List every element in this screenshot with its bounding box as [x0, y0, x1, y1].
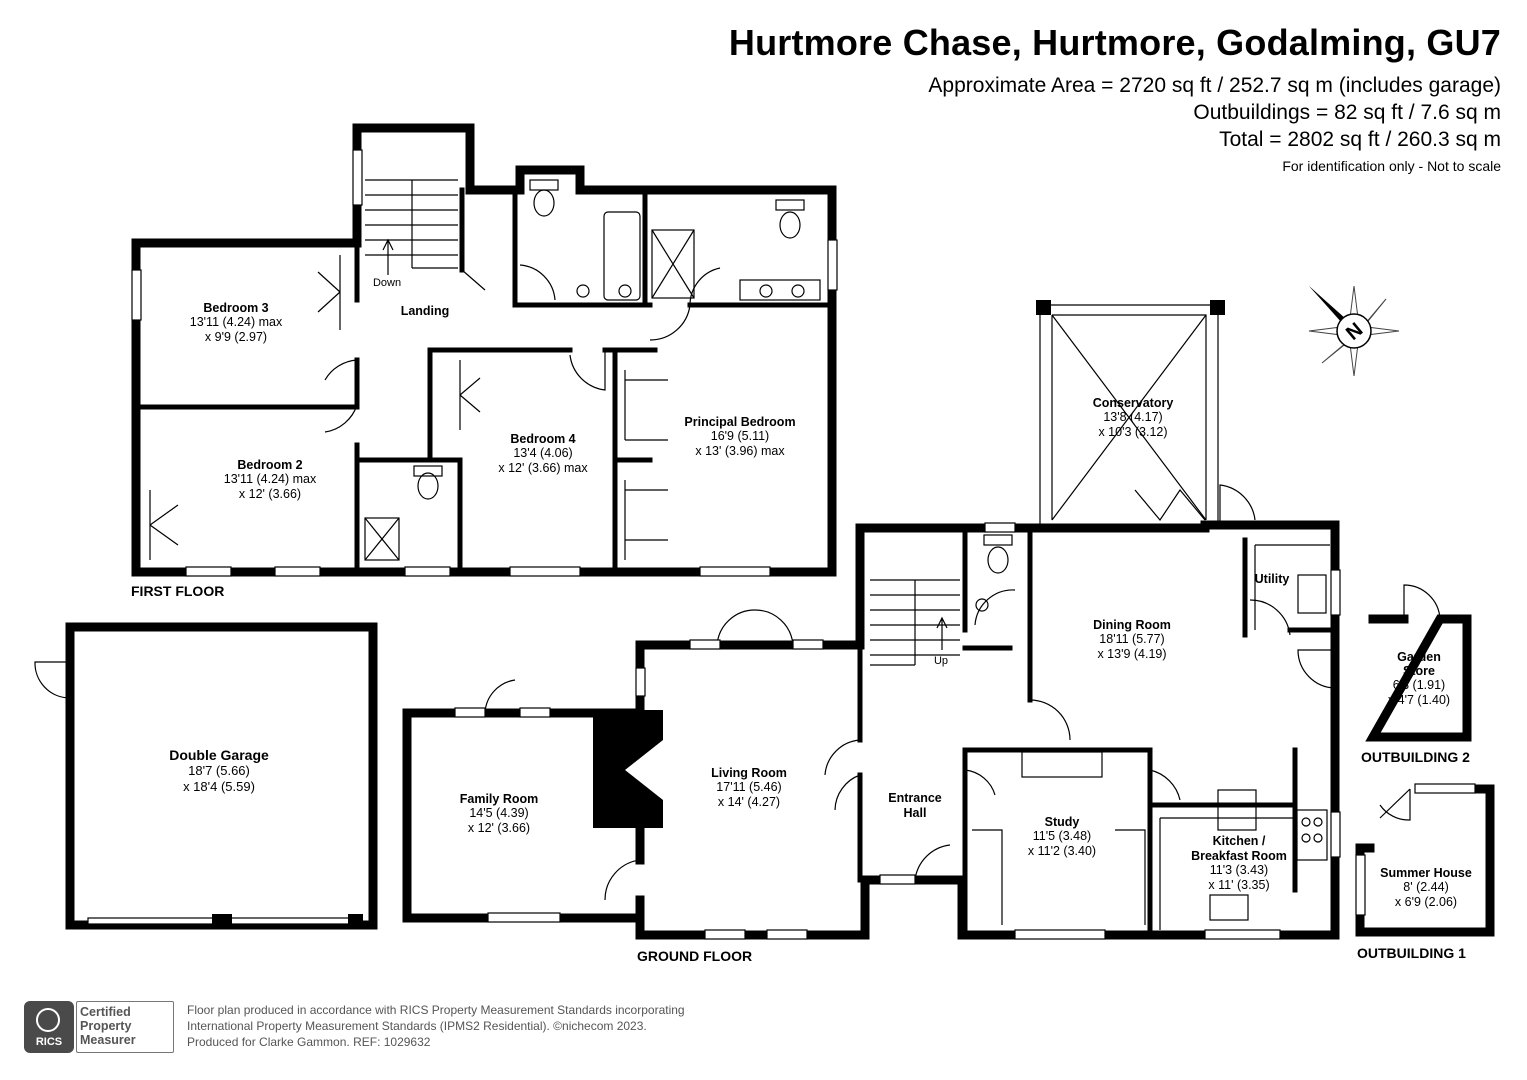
- family-room-dim1: 14'5 (4.39): [469, 806, 528, 820]
- conservatory-dim1: 13'8 (4.17): [1103, 410, 1162, 424]
- scale-note: For identification only - Not to scale: [1282, 158, 1501, 174]
- footer-line3: Produced for Clarke Gammon. REF: 1029632: [187, 1035, 431, 1049]
- utility-label: Utility: [1255, 572, 1290, 586]
- bedroom3-label: Bedroom 3: [203, 301, 268, 315]
- dining-room-dim1: 18'11 (5.77): [1099, 632, 1164, 646]
- bedroom4-dim2: x 12' (3.66) max: [498, 461, 588, 475]
- summer-house-dim1: 8' (2.44): [1403, 880, 1448, 894]
- kitchen-dim1: 11'3 (3.43): [1210, 863, 1268, 877]
- outbuilding-2: Garden Store 6'3 (1.91) x 4'7 (1.40) OUT…: [1361, 584, 1472, 765]
- landing-label: Landing: [401, 304, 450, 318]
- bedroom2-label: Bedroom 2: [237, 458, 302, 472]
- stairs-down-label: Down: [373, 277, 401, 289]
- stairs-up-label: Up: [934, 655, 948, 667]
- family-room-dim2: x 12' (3.66): [468, 821, 530, 835]
- entrance-hall-label-2: Hall: [904, 806, 927, 820]
- sink-icon: [1209, 894, 1249, 921]
- family-room-label: Family Room: [460, 792, 539, 806]
- outbuildings-area: Outbuildings = 82 sq ft / 7.6 sq m: [1193, 101, 1501, 124]
- dining-room-label: Dining Room: [1093, 618, 1171, 632]
- garden-store-dim1: 6'3 (1.91): [1393, 678, 1445, 692]
- footer-line2: International Property Measurement Stand…: [187, 1019, 647, 1033]
- principal-bedroom-label: Principal Bedroom: [684, 415, 795, 429]
- first-floor-outer-wall: [131, 123, 837, 577]
- summer-house-label: Summer House: [1380, 866, 1472, 880]
- toilet-icon: [417, 472, 439, 500]
- living-room-label: Living Room: [711, 766, 787, 780]
- garden-store-label-2: Store: [1403, 664, 1435, 678]
- garden-store-label-1: Garden: [1397, 650, 1441, 664]
- shower-icon: [651, 229, 695, 299]
- dining-room-dim2: x 13'9 (4.19): [1097, 647, 1166, 661]
- principal-bedroom-dim2: x 13' (3.96) max: [695, 444, 785, 458]
- rics-cert-line3: Measurer: [80, 1033, 136, 1047]
- first-floor: Bedroom 3 13'11 (4.24) max x 9'9 (2.97) …: [131, 123, 838, 599]
- bedroom2-dim2: x 12' (3.66): [239, 487, 301, 501]
- living-room-dim1: 17'11 (5.46): [716, 780, 781, 794]
- bedroom2-dim1: 13'11 (4.24) max: [224, 472, 317, 486]
- footer-note: Floor plan produced in accordance with R…: [187, 1002, 685, 1050]
- bedroom3-dim1: 13'11 (4.24) max: [190, 315, 283, 329]
- toilet-icon: [533, 189, 555, 217]
- rics-cert-line1: Certified: [80, 1005, 131, 1019]
- living-room-dim2: x 14' (4.27): [718, 795, 780, 809]
- toilet-icon: [779, 211, 801, 239]
- conservatory-label: Conservatory: [1093, 396, 1174, 410]
- garage-label: Double Garage: [169, 747, 269, 763]
- summer-house-dim2: x 6'9 (2.06): [1395, 895, 1457, 909]
- compass-icon: N: [1308, 285, 1400, 377]
- ground-floor: Conservatory 13'8 (4.17) x 10'3 (3.12) D…: [402, 300, 1341, 964]
- total-area: Total = 2802 sq ft / 260.3 sq m: [1219, 128, 1501, 151]
- first-floor-stairs: [365, 179, 458, 269]
- rics-logo: RICS: [24, 1001, 74, 1053]
- bedroom4-dim1: 13'4 (4.06): [513, 446, 572, 460]
- bedroom3-dim2: x 9'9 (2.97): [205, 330, 267, 344]
- outbuilding-1-label: OUTBUILDING 1: [1357, 945, 1466, 961]
- garage-dim2: x 18'4 (5.59): [183, 779, 255, 794]
- rics-cert-line2: Property: [80, 1019, 132, 1033]
- toilet-icon: [987, 546, 1009, 574]
- ground-floor-stairs: [870, 579, 960, 666]
- ground-floor-label: GROUND FLOOR: [637, 948, 752, 964]
- study-dim1: 11'5 (3.48): [1033, 829, 1091, 843]
- hob-icon: [1296, 809, 1328, 861]
- fireplace-study: [1021, 751, 1103, 778]
- footer-line1: Floor plan produced in accordance with R…: [187, 1003, 685, 1017]
- rics-certification: Certified Property Measurer: [80, 1005, 136, 1047]
- vanity-icon: [739, 279, 821, 301]
- study-dim2: x 11'2 (3.40): [1028, 844, 1096, 858]
- outbuilding-2-label: OUTBUILDING 2: [1361, 749, 1470, 765]
- entrance-hall-label-1: Entrance: [888, 791, 942, 805]
- kitchen-label-1: Kitchen /: [1213, 834, 1266, 848]
- garage-dim1: 18'7 (5.66): [188, 763, 250, 778]
- principal-bedroom-dim1: 16'9 (5.11): [711, 429, 769, 443]
- rics-badge: RICS Certified Property Measurer: [24, 1001, 174, 1053]
- kitchen-label-2: Breakfast Room: [1191, 849, 1287, 863]
- outbuilding-1: Summer House 8' (2.44) x 6'9 (2.06) OUTB…: [1355, 783, 1495, 961]
- garden-store-dim2: x 4'7 (1.40): [1388, 693, 1450, 707]
- bath-icon: [603, 211, 641, 301]
- shower-icon: [364, 517, 400, 561]
- conservatory-dim2: x 10'3 (3.12): [1098, 425, 1167, 439]
- first-floor-label: FIRST FLOOR: [131, 583, 224, 599]
- kitchen-dim2: x 11' (3.35): [1208, 878, 1269, 892]
- double-garage: Double Garage 18'7 (5.66) x 18'4 (5.59): [34, 622, 378, 930]
- bedroom4-label: Bedroom 4: [510, 432, 575, 446]
- approximate-area: Approximate Area = 2720 sq ft / 252.7 sq…: [928, 74, 1501, 97]
- rics-logo-text: RICS: [35, 1036, 63, 1048]
- study-label: Study: [1045, 815, 1080, 829]
- plan-title: Hurtmore Chase, Hurtmore, Godalming, GU7: [728, 22, 1501, 63]
- utility-sink-icon: [1297, 574, 1327, 614]
